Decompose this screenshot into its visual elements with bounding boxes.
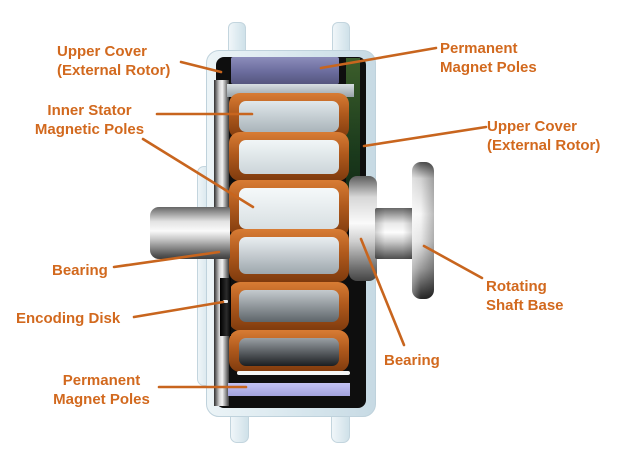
- label-line: Inner Stator: [47, 102, 132, 119]
- stator-pole-window: [239, 290, 339, 322]
- right-bearing-hub: [349, 176, 377, 281]
- label-rotating-shaft-base: Rotating Shaft Base: [486, 277, 564, 315]
- label-line: Permanent: [440, 40, 518, 57]
- label-line: (External Rotor): [487, 137, 601, 154]
- label-line: Permanent: [62, 372, 141, 389]
- stator-pole-window: [239, 338, 339, 366]
- stator-winding-unit: [229, 229, 349, 282]
- label-permanent-magnet-top: Permanent Magnet Poles: [440, 39, 537, 77]
- label-line: Encoding Disk: [16, 310, 121, 327]
- label-line: Rotating: [486, 278, 547, 295]
- label-line: Magnet Poles: [440, 59, 537, 76]
- bottom-gap-line: [237, 371, 350, 375]
- label-line: Shaft Base: [486, 297, 564, 314]
- stator-pole-window: [239, 237, 339, 274]
- label-bearing-bottom: Bearing: [384, 351, 440, 370]
- label-bearing-left: Bearing: [52, 261, 108, 280]
- encoder-mark: [223, 300, 228, 303]
- label-line: Bearing: [52, 262, 108, 279]
- stator-winding-unit: [229, 93, 349, 139]
- label-line: (External Rotor): [57, 62, 171, 79]
- label-upper-cover-left: Upper Cover (External Rotor): [57, 42, 170, 80]
- label-line: Magnetic Poles: [34, 121, 145, 138]
- stator-winding-unit: [229, 330, 349, 372]
- stator-winding-unit: [229, 132, 349, 181]
- left-shaft: [150, 207, 230, 259]
- stator-pole-window: [239, 188, 339, 229]
- permanent-magnet-top: [231, 57, 339, 84]
- stator-pole-window: [239, 101, 339, 132]
- label-line: Upper Cover: [57, 43, 148, 60]
- label-line: Upper Cover: [487, 118, 578, 135]
- stator-winding-unit: [229, 282, 349, 331]
- permanent-magnet-bottom: [228, 383, 350, 396]
- stator-pole-window: [239, 140, 339, 174]
- label-permanent-magnet-bottom: Permanent Magnet Poles: [36, 371, 167, 409]
- label-line: Magnet Poles: [53, 391, 150, 408]
- label-encoding-disk: Encoding Disk: [16, 309, 120, 328]
- label-inner-stator: Inner Stator Magnetic Poles: [24, 101, 155, 139]
- label-upper-cover-right: Upper Cover (External Rotor): [487, 117, 600, 155]
- right-shaft: [375, 208, 415, 259]
- encoding-disk-strip: [220, 278, 231, 336]
- label-line: Bearing: [384, 352, 440, 369]
- rotating-shaft-base-disk: [412, 162, 434, 299]
- leader-upper-cover-right: [362, 125, 488, 148]
